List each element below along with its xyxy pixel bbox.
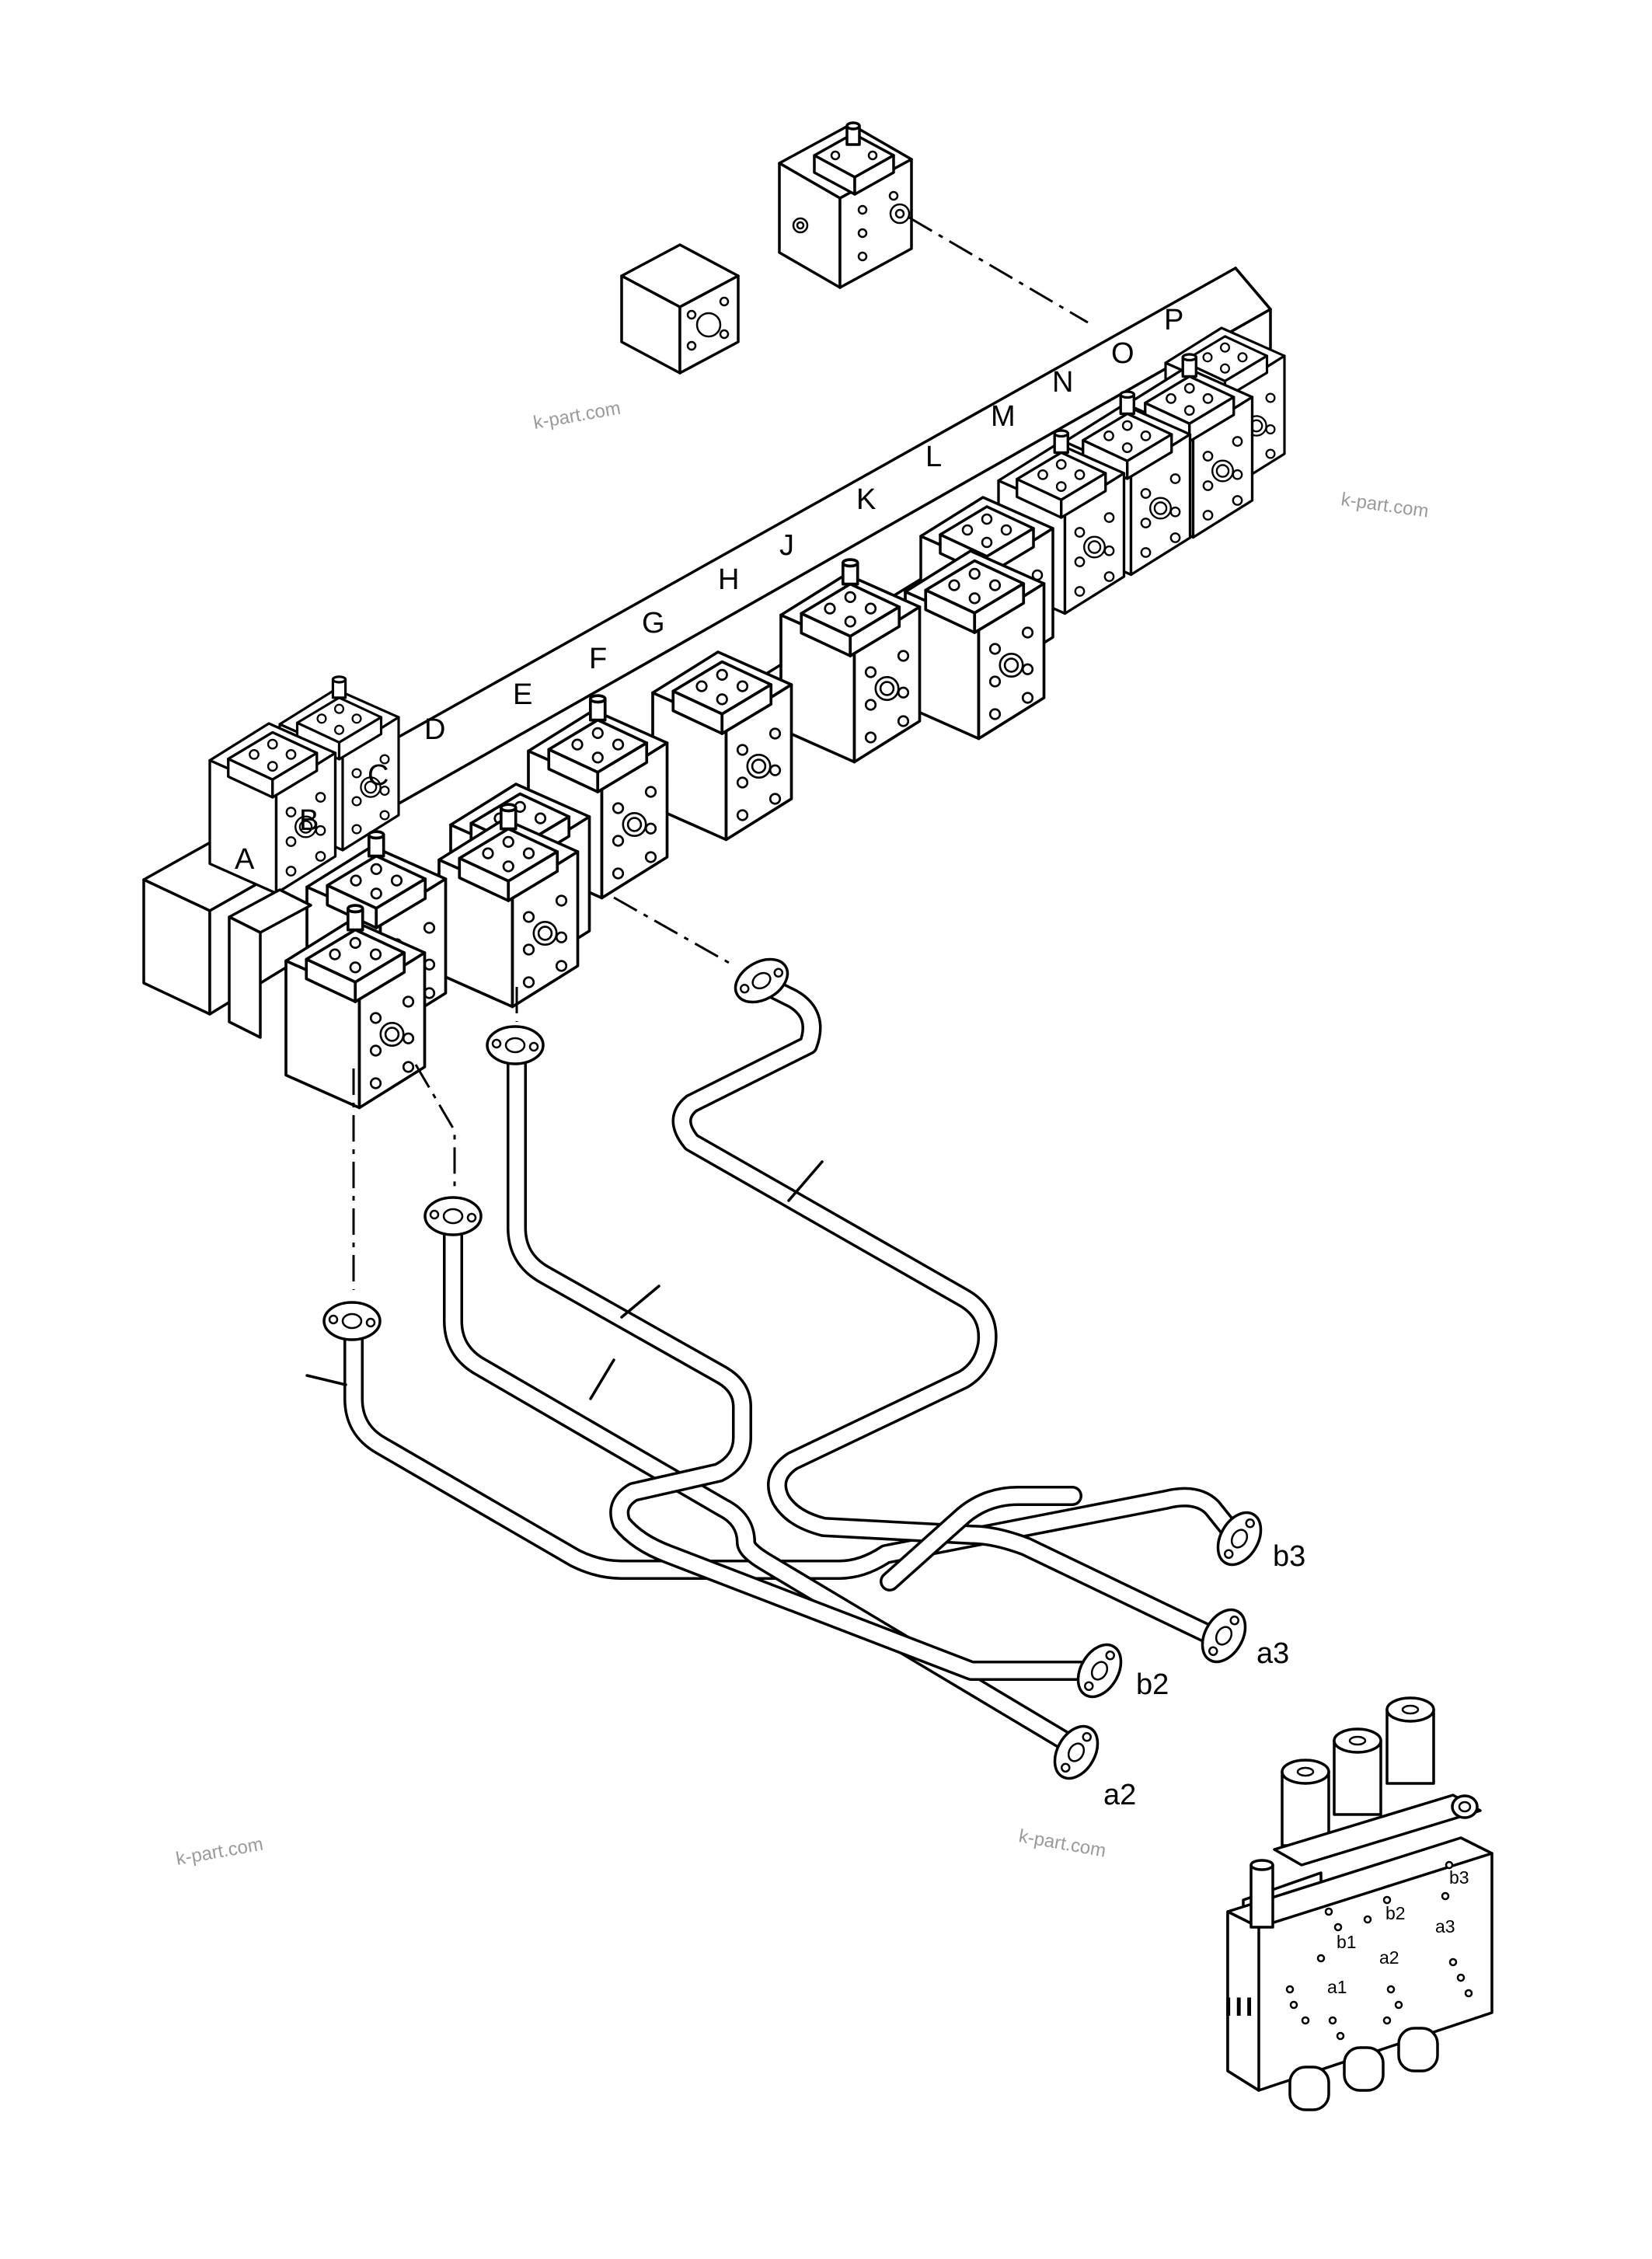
flange-E	[486, 1025, 545, 1065]
port-label-b3: b3	[1273, 1540, 1305, 1573]
dashed-link-top	[908, 216, 1089, 324]
port-label-a2: a2	[1103, 1779, 1136, 1811]
label-A: A	[235, 843, 255, 876]
port-label-a3: a3	[1256, 1637, 1289, 1670]
label-F: F	[589, 643, 607, 675]
inset-port-b3: b3	[1449, 1867, 1469, 1888]
flange-B	[423, 1196, 483, 1236]
inset-port-b2: b2	[1385, 1903, 1406, 1923]
inset-port-a1: a1	[1327, 1977, 1347, 1997]
valve-block-K	[904, 549, 1046, 741]
inset-cylinder-2	[1333, 1727, 1382, 1816]
valve-block-A	[228, 888, 425, 1108]
label-N: N	[1052, 366, 1073, 399]
inset-holes	[1285, 1860, 1473, 2041]
label-H: H	[718, 563, 739, 596]
flange-a3	[1192, 1601, 1256, 1671]
inset-cylinder-1	[1281, 1759, 1330, 1847]
detached-cube	[620, 243, 740, 375]
dashed-link-b	[414, 1064, 456, 1193]
dashed-link-f	[613, 896, 731, 965]
flange-A	[322, 1301, 382, 1341]
watermark-2: k-part.com	[1340, 489, 1430, 522]
label-C: C	[368, 759, 389, 792]
label-P: P	[1164, 304, 1183, 336]
label-L: L	[925, 441, 942, 473]
inset-port-a2: a2	[1379, 1947, 1399, 1968]
port-label-b2: b2	[1136, 1668, 1169, 1701]
label-K: K	[856, 483, 876, 516]
pipes	[305, 973, 1253, 1751]
label-O: O	[1111, 337, 1134, 370]
flange-b2	[1068, 1636, 1131, 1706]
inset-cylinder-3	[1385, 1696, 1435, 1785]
inset-valve-body	[1226, 1696, 1493, 2111]
inset-port-a3: a3	[1435, 1916, 1455, 1937]
label-M: M	[991, 400, 1016, 433]
label-J: J	[779, 529, 794, 562]
label-G: G	[642, 607, 665, 640]
inset-port-b1: b1	[1337, 1932, 1357, 1952]
valve-block-G	[651, 650, 793, 842]
watermark-3: k-part.com	[174, 1834, 264, 1870]
watermark-4: k-part.com	[1017, 1825, 1107, 1861]
watermark-1: k-part.com	[531, 398, 622, 434]
label-B: B	[299, 804, 319, 837]
label-D: D	[424, 713, 445, 746]
label-E: E	[513, 678, 532, 711]
inset-roman-label: III	[1225, 1992, 1256, 2022]
detached-valve-top	[778, 121, 913, 289]
